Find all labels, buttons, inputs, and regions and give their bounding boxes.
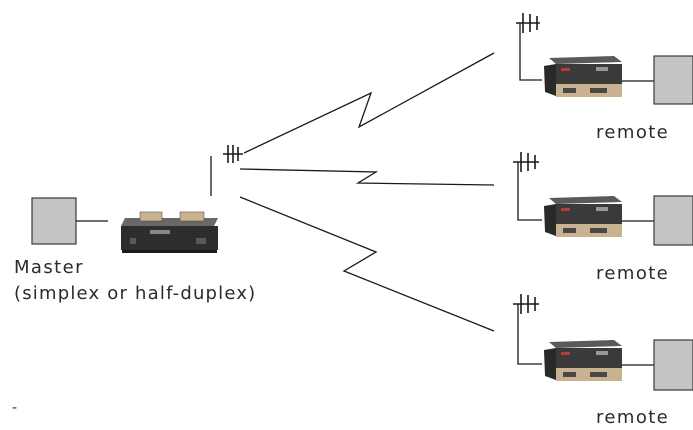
remote-terminal-icon xyxy=(653,55,693,105)
remote-terminal-icon xyxy=(653,195,693,246)
master-rack-radio-icon xyxy=(121,211,218,253)
remote-label: remote xyxy=(596,122,670,143)
footnote-dash: - xyxy=(12,400,19,416)
master-antenna-icon xyxy=(223,145,243,163)
remote-label: remote xyxy=(596,407,670,428)
remote-antenna-icon xyxy=(513,294,539,314)
radio-link-top xyxy=(243,52,495,154)
radio-link-bottom xyxy=(239,196,495,332)
master-mode-label: (simplex or half-duplex) xyxy=(14,283,257,304)
radio-link-middle xyxy=(239,168,495,186)
master-terminal-icon xyxy=(31,197,77,245)
remote-antenna-feed xyxy=(519,23,542,81)
remote-radio-modem-icon xyxy=(544,56,622,97)
remote-antenna-feed xyxy=(517,304,542,365)
remote-label: remote xyxy=(596,263,670,284)
remote-radio-modem-icon xyxy=(544,340,622,381)
remote-radio-modem-icon xyxy=(544,196,622,237)
remote-antenna-feed xyxy=(517,162,542,221)
remote-terminal-icon xyxy=(653,339,693,391)
remote-antenna-icon xyxy=(516,13,540,33)
master-label: Master xyxy=(14,257,84,278)
remote-antenna-icon xyxy=(513,152,539,172)
